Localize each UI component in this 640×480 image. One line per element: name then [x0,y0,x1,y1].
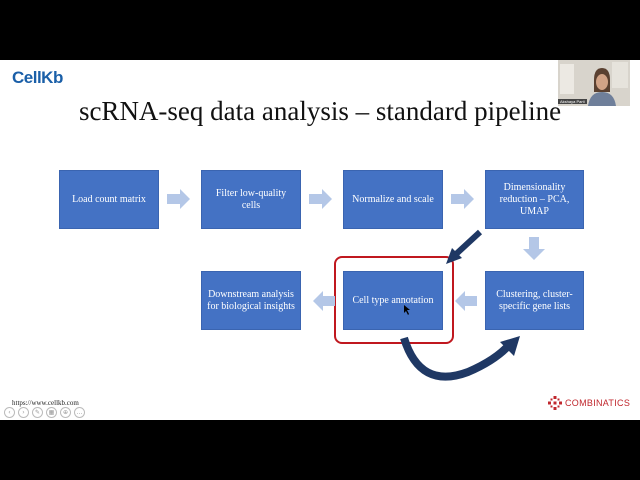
presentation-slide: CellKb scRNA-seq data analysis – standar… [0,60,640,420]
mouse-cursor [404,305,410,315]
website-url[interactable]: https://www.cellkb.com [12,399,79,407]
prev-icon[interactable]: ‹ [4,407,15,418]
clustering-box: Clustering, cluster-specific gene lists [485,271,584,330]
pipeline-arrows [167,189,545,381]
cellkb-logo: CellKb [12,68,63,87]
combinatics-logo-icon [548,396,562,410]
pointer-arrow [451,229,483,259]
arrow-down [523,237,545,260]
slide-nav-controls: ‹ › ✎ ▦ ⊕ … [4,407,85,418]
arrow-left-1 [455,291,477,311]
filter-cells-box: Filter low-quality cells [201,170,301,229]
zoom-icon[interactable]: ⊕ [60,407,71,418]
arrow-right-3 [451,189,474,209]
combinatics-brand: COMBINATICS [548,396,630,410]
more-icon[interactable]: … [74,407,85,418]
presenter-avatar [558,60,630,106]
cell-type-annotation-box: Cell type annotation [343,271,443,330]
next-icon[interactable]: › [18,407,29,418]
arrow-left-2 [313,291,335,311]
pointer-arrow-head [446,248,462,264]
slide-title: scRNA-seq data analysis – standard pipel… [78,96,562,126]
normalize-scale-box: Normalize and scale [343,170,443,229]
presenter-video: Akshaya Parti [558,60,630,106]
presenter-name: Akshaya Parti [558,99,587,104]
pen-icon[interactable]: ✎ [32,407,43,418]
curved-arrow [400,336,514,381]
curved-arrow-head [500,336,520,356]
load-count-matrix-box: Load count matrix [59,170,159,229]
brand-text: COMBINATICS [565,398,631,408]
arrow-right-2 [309,189,332,209]
arrow-right-1 [167,189,190,209]
dimensionality-reduction-box: Dimensionality reduction – PCA, UMAP [485,170,584,229]
downstream-analysis-box: Downstream analysis for biological insig… [201,271,301,330]
grid-icon[interactable]: ▦ [46,407,57,418]
